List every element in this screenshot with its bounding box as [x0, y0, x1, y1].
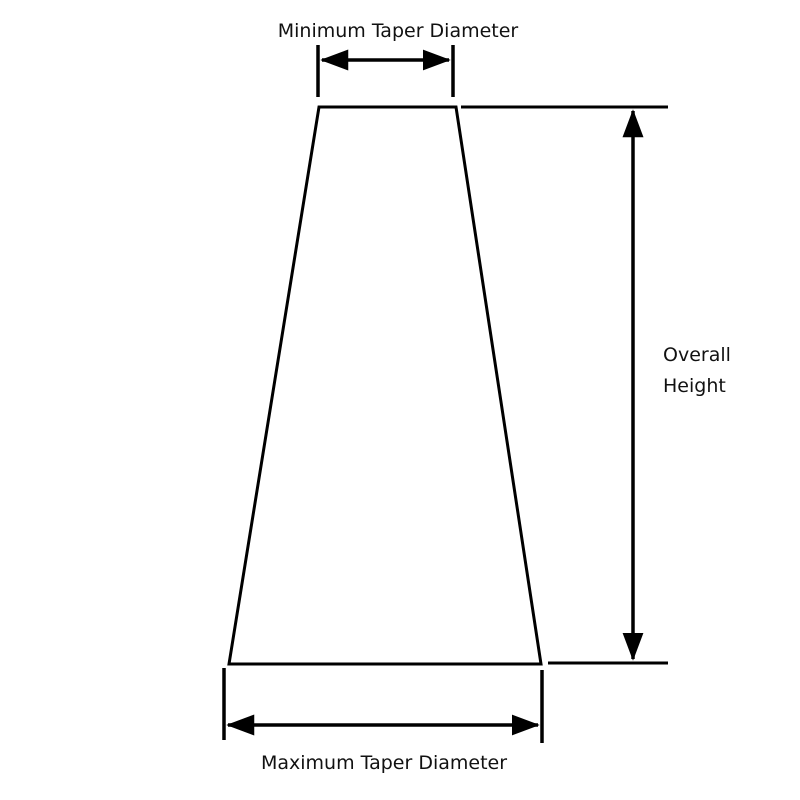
max-diameter-dimension — [222, 668, 544, 743]
overall-height-label-line2: Height — [663, 375, 726, 397]
min-diameter-label: Minimum Taper Diameter — [278, 20, 519, 42]
min-diameter-dimension — [316, 45, 455, 97]
max-diameter-label: Maximum Taper Diameter — [261, 752, 507, 774]
overall-height-label-line1: Overall — [663, 344, 731, 366]
taper-shape — [227, 105, 543, 666]
overall-height-dimension — [461, 105, 668, 665]
